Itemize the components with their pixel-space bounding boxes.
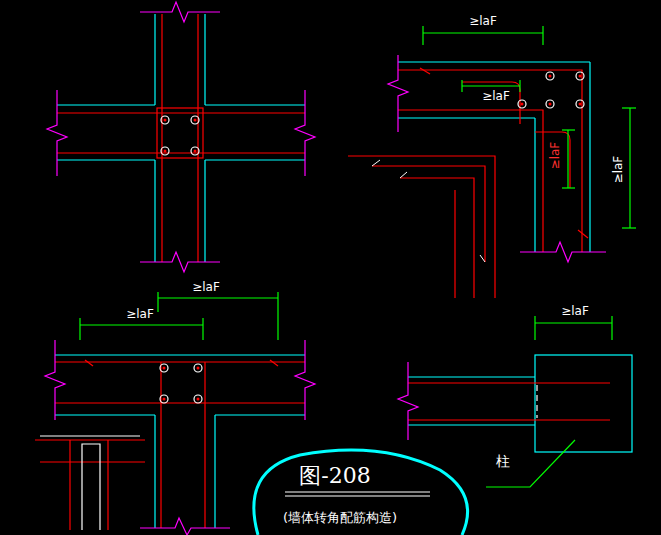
dimension-label: ≥laF (480, 90, 512, 103)
dimension-label: ≥laF (559, 305, 591, 318)
dimension-label: ≥laF (124, 308, 156, 321)
dimension-label: ≥laF (612, 154, 625, 186)
column-label: 柱 (494, 454, 512, 469)
figure-caption: (墙体转角配筋构造) (281, 511, 399, 525)
dimension-label: ≥laF (467, 15, 499, 28)
dimension-label: ≥laF (549, 140, 562, 172)
figure-title: 图-208 (297, 464, 372, 488)
dimension-label: ≥laF (190, 281, 222, 294)
